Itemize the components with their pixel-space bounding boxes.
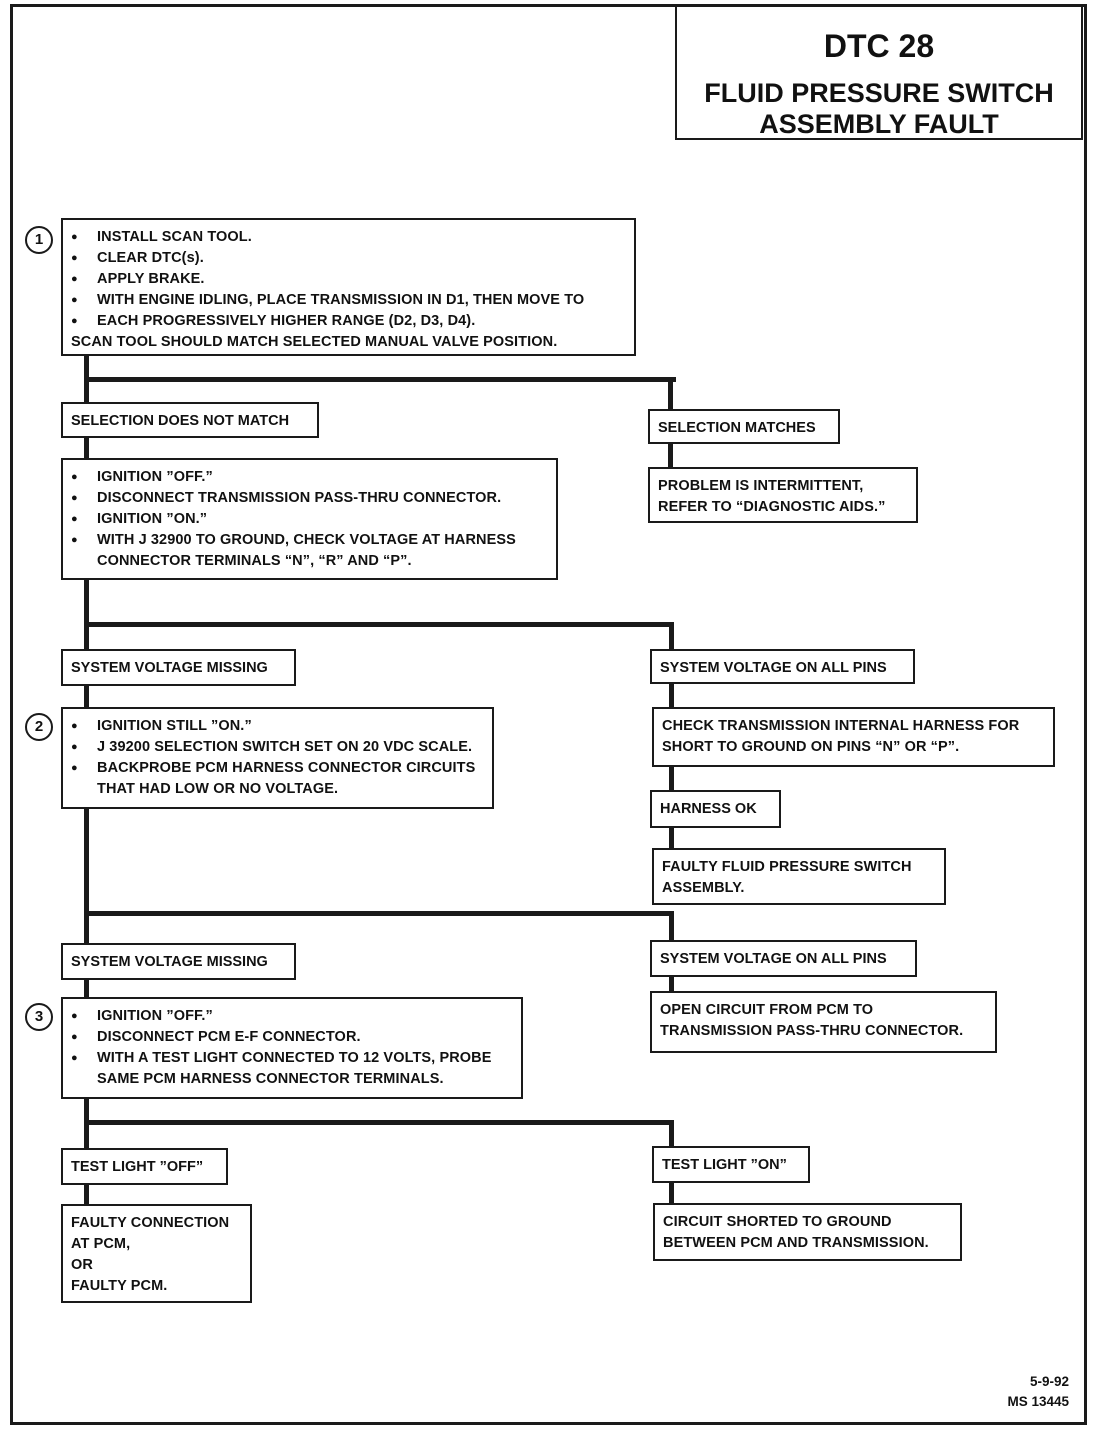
connector-line [669, 1183, 674, 1205]
instruction-item: IGNITION STILL ”ON.” [71, 716, 484, 737]
instruction-item: DISCONNECT PCM E-F CONNECTOR. [71, 1027, 513, 1048]
result-text: ASSEMBLY. [662, 880, 745, 896]
instruction-item-continued: EACH PROGRESSIVELY HIGHER RANGE (D2, D3,… [71, 311, 626, 332]
connector-line [669, 826, 674, 850]
result-label-selection-matches: SELECTION MATCHES [648, 409, 840, 444]
result-text: PROBLEM IS INTERMITTENT, [658, 478, 864, 494]
result-label-system-voltage-all-pins-2: SYSTEM VOLTAGE ON ALL PINS [650, 940, 917, 977]
result-box-faulty-connection: FAULTY CONNECTION AT PCM, OR FAULTY PCM. [61, 1204, 252, 1303]
result-box-intermittent: PROBLEM IS INTERMITTENT, REFER TO “DIAGN… [648, 467, 918, 523]
instruction-item: J 39200 SELECTION SWITCH SET ON 20 VDC S… [71, 737, 484, 758]
dtc-title-line2: ASSEMBLY FAULT [759, 109, 999, 139]
instruction-item: WITH ENGINE IDLING, PLACE TRANSMISSION I… [71, 290, 626, 311]
connector-line [84, 355, 89, 410]
page-border [10, 4, 1087, 1425]
result-text: REFER TO “DIAGNOSTIC AIDS.” [658, 499, 886, 515]
instruction-item: APPLY BRAKE. [71, 269, 626, 290]
connector-line [84, 436, 89, 460]
instruction-item: INSTALL SCAN TOOL. [71, 227, 626, 248]
step-marker-2: 2 [25, 713, 53, 741]
connector-line [669, 682, 674, 709]
instruction-box-1: INSTALL SCAN TOOL. CLEAR DTC(s). APPLY B… [61, 218, 636, 356]
result-text: OR [71, 1257, 93, 1273]
result-label-test-light-off: TEST LIGHT ”OFF” [61, 1148, 228, 1185]
result-text: SHORT TO GROUND ON PINS “N” OR “P”. [662, 739, 960, 755]
result-label-system-voltage-missing-2: SYSTEM VOLTAGE MISSING [61, 943, 296, 980]
result-text: FAULTY PCM. [71, 1278, 168, 1294]
step-marker-1: 1 [25, 226, 53, 254]
connector-line [84, 684, 89, 708]
instruction-note: SCAN TOOL SHOULD MATCH SELECTED MANUAL V… [71, 334, 558, 350]
result-label-test-light-on: TEST LIGHT ”ON” [652, 1146, 810, 1183]
instruction-item: IGNITION ”OFF.” [71, 1006, 513, 1027]
instruction-item: WITH A TEST LIGHT CONNECTED TO 12 VOLTS,… [71, 1048, 513, 1069]
footer-reference: 5-9-92 MS 13445 [1007, 1372, 1069, 1412]
result-text: BETWEEN PCM AND TRANSMISSION. [663, 1235, 929, 1251]
connector-line [669, 975, 674, 993]
connector-line [669, 765, 674, 792]
instruction-item: WITH J 32900 TO GROUND, CHECK VOLTAGE AT… [71, 530, 548, 551]
result-text: FAULTY FLUID PRESSURE SWITCH [662, 859, 912, 875]
instruction-item: IGNITION ”OFF.” [71, 467, 548, 488]
result-text: CHECK TRANSMISSION INTERNAL HARNESS FOR [662, 718, 1020, 734]
connector-line [669, 622, 674, 650]
connector-line [84, 1183, 89, 1205]
connector-line [669, 1120, 674, 1150]
result-text: CIRCUIT SHORTED TO GROUND [663, 1214, 892, 1230]
connector-line [84, 377, 676, 382]
result-label-selection-not-match: SELECTION DOES NOT MATCH [61, 402, 319, 438]
result-text: FAULTY CONNECTION [71, 1215, 230, 1231]
instruction-box-2: IGNITION ”OFF.” DISCONNECT TRANSMISSION … [61, 458, 558, 580]
connector-line [84, 622, 674, 627]
instruction-item: DISCONNECT TRANSMISSION PASS-THRU CONNEC… [71, 488, 548, 509]
title-box: DTC 28 FLUID PRESSURE SWITCH ASSEMBLY FA… [675, 4, 1083, 140]
result-box-shorted: CIRCUIT SHORTED TO GROUND BETWEEN PCM AN… [653, 1203, 962, 1261]
connector-line [84, 911, 674, 916]
result-text: TRANSMISSION PASS-THRU CONNECTOR. [660, 1023, 964, 1039]
result-box-faulty-switch: FAULTY FLUID PRESSURE SWITCH ASSEMBLY. [652, 848, 946, 905]
step-marker-3: 3 [25, 1003, 53, 1031]
result-label-system-voltage-missing-1: SYSTEM VOLTAGE MISSING [61, 649, 296, 686]
footer-date: 5-9-92 [1029, 1374, 1069, 1389]
instruction-item: IGNITION ”ON.” [71, 509, 548, 530]
instruction-item-continued: SAME PCM HARNESS CONNECTOR TERMINALS. [97, 1071, 444, 1087]
connector-line [84, 1120, 674, 1125]
instruction-item-continued: THAT HAD LOW OR NO VOLTAGE. [97, 781, 339, 797]
dtc-title-line1: FLUID PRESSURE SWITCH [704, 78, 1054, 108]
dtc-title: FLUID PRESSURE SWITCH ASSEMBLY FAULT [677, 78, 1081, 140]
instruction-box-3: IGNITION STILL ”ON.” J 39200 SELECTION S… [61, 707, 494, 809]
connector-line [669, 911, 674, 941]
result-box-check-harness: CHECK TRANSMISSION INTERNAL HARNESS FOR … [652, 707, 1055, 767]
connector-line [84, 978, 89, 998]
connector-line [668, 377, 673, 409]
connector-line [84, 808, 89, 944]
result-box-open-circuit: OPEN CIRCUIT FROM PCM TO TRANSMISSION PA… [650, 991, 997, 1053]
result-label-system-voltage-all-pins-1: SYSTEM VOLTAGE ON ALL PINS [650, 649, 915, 684]
connector-line [668, 441, 673, 468]
instruction-item-continued: CONNECTOR TERMINALS “N”, “R” AND “P”. [97, 553, 412, 569]
dtc-code: DTC 28 [823, 28, 935, 64]
footer-code: MS 13445 [1007, 1394, 1069, 1409]
instruction-box-4: IGNITION ”OFF.” DISCONNECT PCM E-F CONNE… [61, 997, 523, 1099]
connector-line [84, 578, 89, 650]
result-text: AT PCM, [71, 1236, 131, 1252]
result-label-harness-ok: HARNESS OK [650, 790, 781, 828]
instruction-item: CLEAR DTC(s). [71, 248, 626, 269]
result-text: OPEN CIRCUIT FROM PCM TO [660, 1002, 874, 1018]
instruction-item: BACKPROBE PCM HARNESS CONNECTOR CIRCUITS [71, 758, 484, 779]
